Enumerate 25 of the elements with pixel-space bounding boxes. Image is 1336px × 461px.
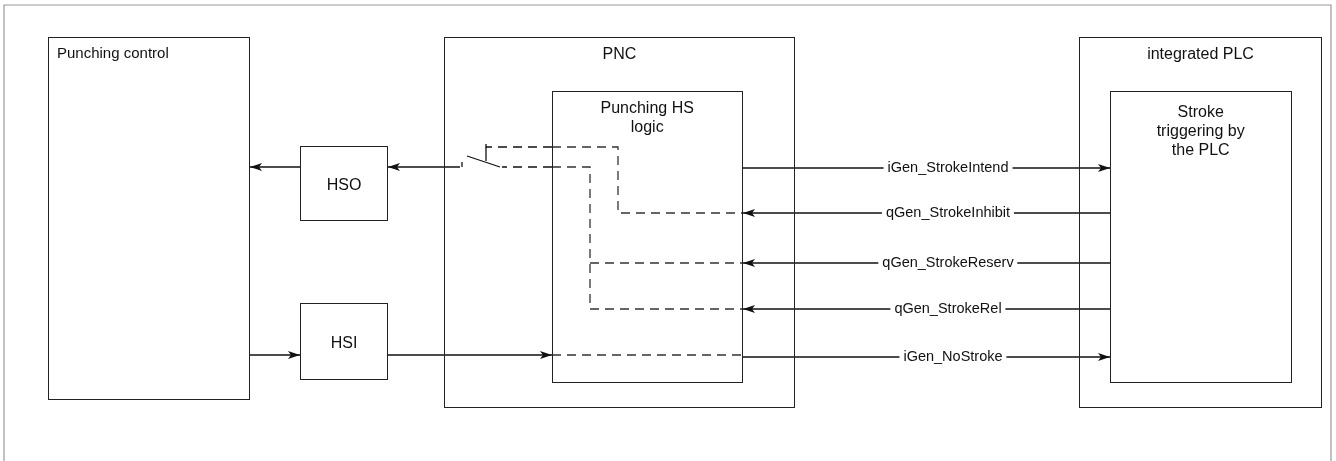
arrow [249, 351, 301, 359]
block-box [444, 37, 795, 408]
block-label: Stroke triggering by the PLC [1155, 101, 1246, 159]
block-label: PNC [601, 44, 638, 63]
block-box [300, 146, 388, 221]
block-label: Punching HS logic [599, 97, 695, 136]
block-label: Punching control [57, 43, 169, 62]
block-label: HSI [329, 332, 359, 351]
signal-label: qGen_StrokeInhibit [881, 203, 1015, 221]
block-label: integrated PLC [1146, 44, 1255, 63]
connector-line [501, 166, 553, 168]
block-label: HSO [325, 174, 363, 193]
block-box [1079, 37, 1322, 408]
signal-label: qGen_StrokeReserv [878, 253, 1018, 271]
signal-label: iGen_StrokeIntend [883, 158, 1013, 176]
block-box [48, 37, 250, 400]
block-box [551, 90, 743, 383]
signal-label: qGen_StrokeRel [890, 299, 1006, 317]
connector-line [485, 143, 553, 148]
arrow [387, 163, 461, 171]
block-box [300, 303, 388, 380]
arrow [387, 351, 553, 359]
arrow [249, 163, 301, 171]
signal-label: iGen_NoStroke [899, 347, 1007, 365]
block-box [1109, 90, 1292, 383]
